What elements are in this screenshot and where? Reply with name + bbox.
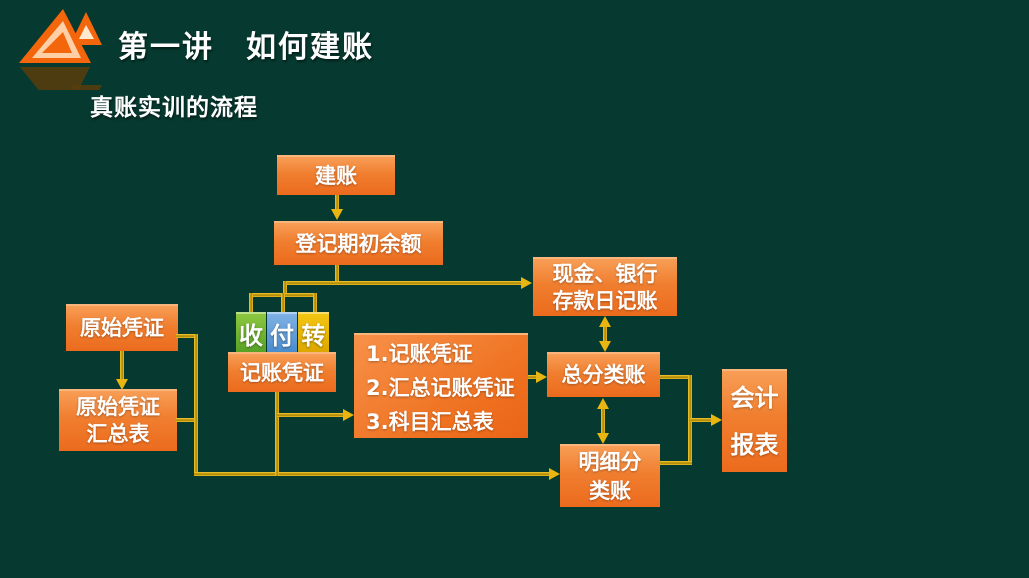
node-subsidiary-ledger-line1: 明细分 [578,449,642,474]
arrowhead-setup-to-opening [331,209,343,220]
tag-receipt-voucher: 收 [236,312,266,352]
arrowhead-up-cash-journal [599,316,611,327]
node-original-voucher-label: 原始凭证 [80,316,164,340]
arrowhead-into-subsidiary [549,468,560,480]
node-cash-bank-journal: 现金、银行 存款日记账 [533,257,677,316]
node-financial-report-line2: 报表 [730,430,779,459]
tag-transfer-label: 转 [301,321,326,350]
connector-list-to-ledger [528,375,537,379]
connector-left-rail [194,334,198,476]
node-financial-report-line1: 会计 [730,383,779,412]
node-original-voucher-summary-line2: 汇总表 [86,422,150,446]
mountain-logo-icon [19,9,102,90]
node-bookkeeping-voucher-label: 记账凭证 [240,360,324,385]
connector-drop-to-bracket [283,281,287,295]
tag-payment-label: 付 [270,321,294,350]
node-original-voucher-summary-line1: 原始凭证 [76,395,160,419]
connector-bracket-to-payment [281,293,285,312]
voucher-list-item-3: 3.科目汇总表 [366,410,494,434]
connector-voucher-right [176,334,198,338]
connector-bookkeeping-down [275,392,279,476]
arrowhead-down-general-ledger [599,341,611,352]
connector-bracket-to-transfer [313,293,317,312]
connector-opening-down [335,265,339,283]
connector-setup-to-opening [335,195,339,211]
node-cash-bank-journal-line2: 存款日记账 [552,288,658,313]
node-subsidiary-ledger-line2: 类账 [589,478,631,503]
connector-opening-to-cash-journal [283,281,521,285]
connector-branch-to-list [277,413,343,417]
arrowhead-down-subsidiary [597,433,609,444]
node-financial-report: 会计 报表 [722,369,787,472]
connector-bracket-to-receipt [249,293,253,312]
connector-to-report [690,418,711,422]
node-setup-accounts-label: 建账 [315,163,357,188]
connector-bottom-to-subsidiary [194,472,549,476]
arrowhead-up-general-ledger [597,398,609,409]
connector-summary-right [176,418,196,422]
arrowhead-voucher-to-summary [116,379,128,390]
tag-payment-voucher: 付 [267,312,297,352]
arrowhead-into-cash-journal [521,277,532,289]
node-original-voucher-summary: 原始凭证 汇总表 [59,389,177,451]
page-title: 第一讲 如何建账 [118,30,374,65]
connector-cash-ledger-double [603,322,607,346]
node-general-ledger-label: 总分类账 [561,363,646,387]
arrowhead-into-list [343,409,354,421]
tag-receipt-label: 收 [239,321,263,350]
voucher-list-item-2: 2.汇总记账凭证 [366,376,515,400]
connector-voucher-to-summary [120,351,124,381]
arrowhead-into-report [711,414,722,426]
node-subsidiary-ledger: 明细分 类账 [560,444,660,507]
node-voucher-options-list: 1.记账凭证 2.汇总记账凭证 3.科目汇总表 [354,333,528,438]
voucher-list-item-1: 1.记账凭证 [366,342,473,366]
connector-subsidiary-right [660,461,692,465]
connector-general-ledger-right [660,375,690,379]
node-opening-balance: 登记期初余额 [274,221,443,265]
node-bookkeeping-voucher: 记账凭证 [228,352,336,392]
tag-transfer-voucher: 转 [298,312,329,352]
arrowhead-into-ledger [536,371,547,383]
node-general-ledger: 总分类账 [547,352,660,397]
section-subtitle: 真账实训的流程 [90,95,258,121]
node-opening-balance-label: 登记期初余额 [295,231,422,256]
node-original-voucher: 原始凭证 [66,304,178,351]
node-cash-bank-journal-line1: 现金、银行 [552,261,658,286]
connector-ledger-subsidiary-double [601,403,605,437]
node-setup-accounts: 建账 [277,155,395,195]
